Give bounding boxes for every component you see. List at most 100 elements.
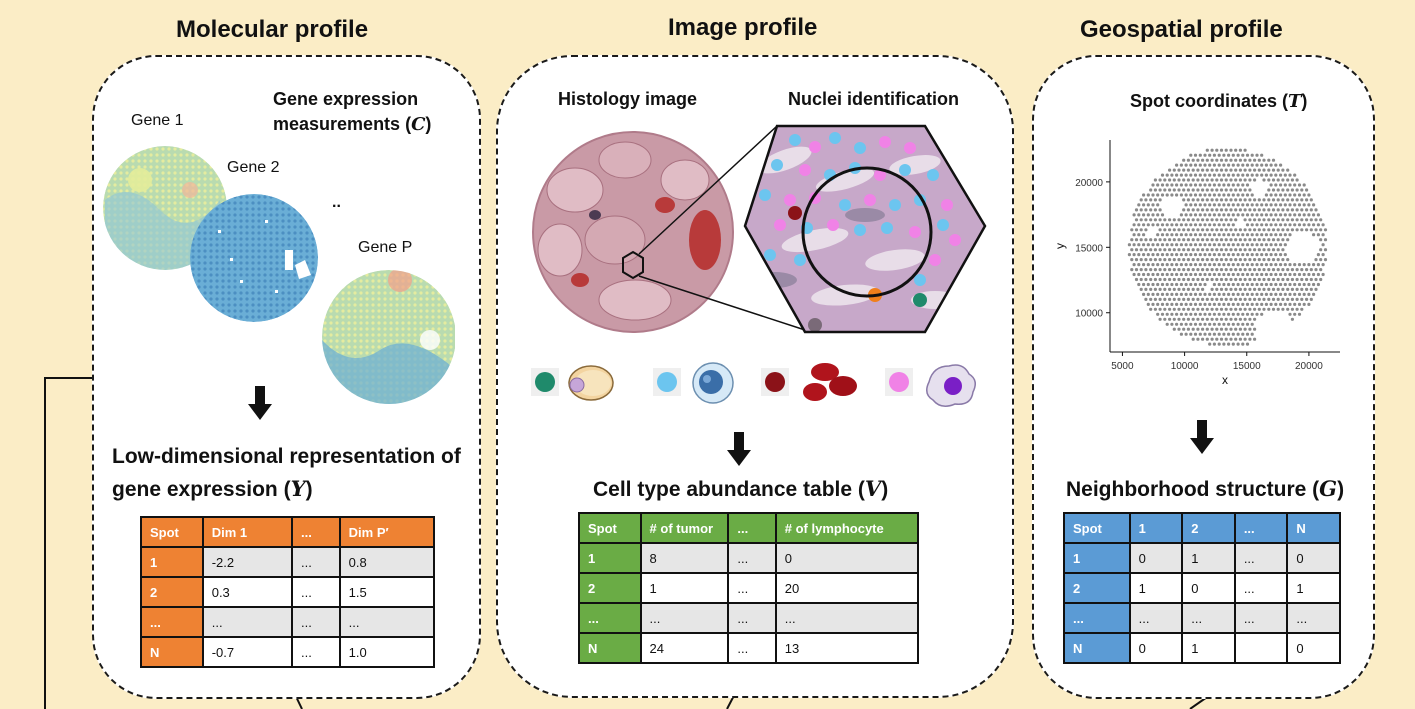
spot-point bbox=[1224, 337, 1228, 341]
spot-point bbox=[1250, 332, 1254, 336]
spot-point bbox=[1193, 332, 1198, 336]
spot-point bbox=[1255, 203, 1259, 207]
spot-point bbox=[1205, 317, 1209, 321]
spot-point bbox=[1312, 213, 1316, 217]
spot-point bbox=[1288, 233, 1292, 237]
spot-point bbox=[1219, 228, 1224, 232]
spot-point bbox=[1234, 337, 1238, 341]
spot-point bbox=[1151, 302, 1155, 306]
spot-point bbox=[1163, 178, 1167, 182]
spot-point bbox=[1127, 243, 1131, 247]
spot-point bbox=[1165, 272, 1169, 277]
spot-point bbox=[1165, 193, 1169, 197]
spot-point bbox=[1153, 307, 1157, 311]
spot-point bbox=[1156, 312, 1160, 316]
spot-point bbox=[1253, 218, 1257, 222]
table-header-cell: # of tumor bbox=[639, 512, 730, 544]
spot-point bbox=[1245, 253, 1250, 257]
spot-point bbox=[1297, 272, 1302, 277]
spot-point bbox=[1144, 238, 1148, 242]
table-cell: 1 bbox=[1128, 572, 1184, 604]
table-cell: ... bbox=[1233, 542, 1289, 574]
spot-point bbox=[1222, 223, 1226, 227]
spot-point bbox=[1229, 188, 1233, 192]
spot-point bbox=[1208, 292, 1212, 296]
spot-point bbox=[1132, 253, 1136, 257]
table-cell: 24 bbox=[639, 632, 730, 664]
spot-point bbox=[1198, 263, 1202, 267]
spot-point bbox=[1222, 243, 1226, 247]
spot-point bbox=[1182, 158, 1186, 162]
spot-point bbox=[1241, 163, 1245, 167]
spot-point bbox=[1269, 213, 1273, 217]
table-cell: N bbox=[578, 632, 642, 664]
spot-point bbox=[1198, 183, 1202, 187]
spot-point bbox=[1168, 317, 1172, 321]
spot-point bbox=[1262, 178, 1266, 182]
spot-point bbox=[1286, 277, 1290, 282]
spot-point bbox=[1250, 292, 1254, 296]
spot-point bbox=[1300, 268, 1304, 272]
spot-point bbox=[1243, 218, 1247, 222]
spot-point bbox=[1139, 228, 1143, 232]
spot-point bbox=[1198, 193, 1202, 197]
spot-point bbox=[1267, 198, 1271, 202]
spot-point bbox=[1208, 302, 1212, 306]
spot-point bbox=[1215, 258, 1219, 262]
spot-point bbox=[1243, 208, 1247, 212]
spot-point bbox=[1179, 332, 1183, 336]
spot-point bbox=[1267, 228, 1271, 232]
spot-point bbox=[1243, 238, 1247, 242]
spot-point bbox=[1255, 163, 1259, 167]
spot-point bbox=[1222, 263, 1226, 267]
spot-point bbox=[1160, 183, 1165, 187]
spot-point bbox=[1274, 272, 1278, 277]
spot-point bbox=[1290, 317, 1294, 321]
spot-point bbox=[1229, 208, 1233, 212]
spot-point bbox=[1248, 258, 1252, 262]
spot-point bbox=[1257, 277, 1261, 282]
spot-point bbox=[1231, 282, 1235, 287]
spot-point bbox=[1165, 183, 1169, 187]
spot-point bbox=[1288, 223, 1292, 227]
spot-point bbox=[1184, 203, 1188, 207]
table-header-cell: Dim 1 bbox=[201, 516, 294, 548]
spot-point bbox=[1250, 272, 1254, 277]
spot-point bbox=[1276, 168, 1280, 172]
spot-point bbox=[1231, 272, 1235, 277]
spot-point bbox=[1255, 243, 1259, 247]
spot-point bbox=[1274, 302, 1278, 306]
spot-point bbox=[1217, 153, 1221, 157]
spot-point bbox=[1264, 213, 1268, 217]
spot-point bbox=[1208, 173, 1212, 177]
spot-point bbox=[1241, 213, 1245, 217]
spot-point bbox=[1208, 233, 1212, 237]
spot-point bbox=[1146, 272, 1150, 277]
spot-point bbox=[1142, 203, 1146, 207]
spot-point bbox=[1196, 198, 1200, 202]
spot-point bbox=[1217, 253, 1221, 257]
spot-point bbox=[1151, 203, 1155, 207]
spot-point bbox=[1208, 193, 1212, 197]
spot-point bbox=[1224, 268, 1228, 272]
spot-point bbox=[1158, 208, 1162, 212]
spot-point bbox=[1286, 307, 1290, 311]
spot-point bbox=[1312, 272, 1316, 277]
spot-point bbox=[1262, 258, 1266, 262]
spot-point bbox=[1201, 188, 1205, 192]
spot-point bbox=[1253, 208, 1257, 212]
spot-point bbox=[1175, 173, 1179, 177]
spot-point bbox=[1153, 268, 1157, 272]
spot-point bbox=[1165, 253, 1169, 257]
spot-point bbox=[1257, 248, 1261, 252]
spot-point bbox=[1312, 223, 1316, 227]
spot-point bbox=[1144, 228, 1148, 232]
spot-point bbox=[1163, 218, 1167, 222]
spot-point bbox=[1231, 163, 1235, 167]
spot-point bbox=[1156, 223, 1160, 227]
spot-point bbox=[1208, 322, 1212, 326]
spot-point bbox=[1253, 178, 1257, 182]
spot-point bbox=[1156, 213, 1160, 217]
spot-point bbox=[1241, 332, 1245, 336]
spot-point bbox=[1182, 188, 1186, 192]
